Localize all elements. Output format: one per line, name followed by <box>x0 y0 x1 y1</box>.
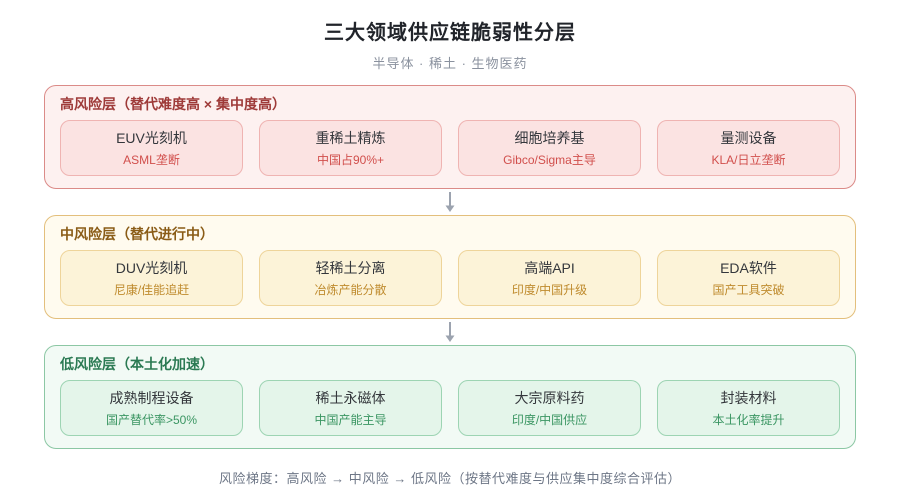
down-arrow-icon <box>445 192 455 212</box>
risk-card-title: 细胞培养基 <box>514 130 585 146</box>
risk-card-title: 封装材料 <box>720 390 777 406</box>
risk-card-title: 轻稀土分离 <box>315 260 386 276</box>
footer-note: 风险梯度：高风险 → 中风险 → 低风险（按替代难度与供应集中度综合评估） <box>219 471 681 486</box>
risk-card-title: 成熟制程设备 <box>109 390 194 406</box>
risk-card: EUV光刻机 ASML垄断 <box>60 120 243 176</box>
risk-card-subtitle: 印度/中国供应 <box>511 413 588 427</box>
risk-card-title: 高端API <box>524 260 575 276</box>
risk-card-subtitle: 本土化率提升 <box>712 413 785 427</box>
tier-medium-risk: 中风险层（替代进行中） DUV光刻机 尼康/佳能追赶 轻稀土分离 冶炼产能分散 … <box>44 215 856 319</box>
risk-card-title: EDA软件 <box>720 260 777 276</box>
risk-card-title: 重稀土精炼 <box>315 130 386 146</box>
tier-high-risk-label: 高风险层（替代难度高 × 集中度高） <box>60 96 286 112</box>
risk-card: 大宗原料药 印度/中国供应 <box>458 380 641 436</box>
risk-card-subtitle: ASML垄断 <box>123 153 180 167</box>
risk-card: 稀土永磁体 中国产能主导 <box>259 380 442 436</box>
risk-card-subtitle: 中国产能主导 <box>314 413 387 427</box>
tier-low-risk-cards: 成熟制程设备 国产替代率>50% 稀土永磁体 中国产能主导 大宗原料药 印度/中… <box>60 380 840 436</box>
risk-card: 成熟制程设备 国产替代率>50% <box>60 380 243 436</box>
risk-card-subtitle: 国产工具突破 <box>712 283 785 297</box>
risk-card: 高端API 印度/中国升级 <box>458 250 641 306</box>
page-title: 三大领域供应链脆弱性分层 <box>324 22 576 44</box>
tier-medium-risk-cards: DUV光刻机 尼康/佳能追赶 轻稀土分离 冶炼产能分散 高端API 印度/中国升… <box>60 250 840 306</box>
risk-card: EDA软件 国产工具突破 <box>657 250 840 306</box>
risk-card: 重稀土精炼 中国占90%+ <box>259 120 442 176</box>
risk-card-subtitle: 国产替代率>50% <box>105 413 198 427</box>
risk-card: DUV光刻机 尼康/佳能追赶 <box>60 250 243 306</box>
page-subtitle: 半导体 · 稀土 · 生物医药 <box>372 56 528 71</box>
tiers-container: 高风险层（替代难度高 × 集中度高） EUV光刻机 ASML垄断 重稀土精炼 中… <box>44 85 856 449</box>
risk-card-subtitle: Gibco/Sigma主导 <box>503 153 596 167</box>
tier-low-risk: 低风险层（本土化加速） 成熟制程设备 国产替代率>50% 稀土永磁体 中国产能主… <box>44 345 856 449</box>
risk-card-title: DUV光刻机 <box>115 260 188 276</box>
tier-high-risk-cards: EUV光刻机 ASML垄断 重稀土精炼 中国占90%+ 细胞培养基 Gibco/… <box>60 120 840 176</box>
risk-card-title: 稀土永磁体 <box>315 390 386 406</box>
risk-card: 细胞培养基 Gibco/Sigma主导 <box>458 120 641 176</box>
tier-connector <box>44 189 856 215</box>
risk-card-subtitle: KLA/日立垄断 <box>711 153 786 167</box>
risk-card: 轻稀土分离 冶炼产能分散 <box>259 250 442 306</box>
risk-card-title: EUV光刻机 <box>116 130 187 146</box>
tier-connector <box>44 319 856 345</box>
tier-high-risk: 高风险层（替代难度高 × 集中度高） EUV光刻机 ASML垄断 重稀土精炼 中… <box>44 85 856 189</box>
risk-card: 封装材料 本土化率提升 <box>657 380 840 436</box>
risk-card-title: 大宗原料药 <box>514 390 585 406</box>
risk-card-subtitle: 中国占90%+ <box>316 153 385 167</box>
risk-card-subtitle: 冶炼产能分散 <box>314 283 387 297</box>
tier-medium-risk-label: 中风险层（替代进行中） <box>60 226 214 242</box>
risk-card-title: 量测设备 <box>720 130 777 146</box>
risk-card: 量测设备 KLA/日立垄断 <box>657 120 840 176</box>
tier-low-risk-label: 低风险层（本土化加速） <box>60 356 214 372</box>
risk-card-subtitle: 尼康/佳能追赶 <box>113 283 190 297</box>
risk-card-subtitle: 印度/中国升级 <box>511 283 588 297</box>
down-arrow-icon <box>445 322 455 342</box>
